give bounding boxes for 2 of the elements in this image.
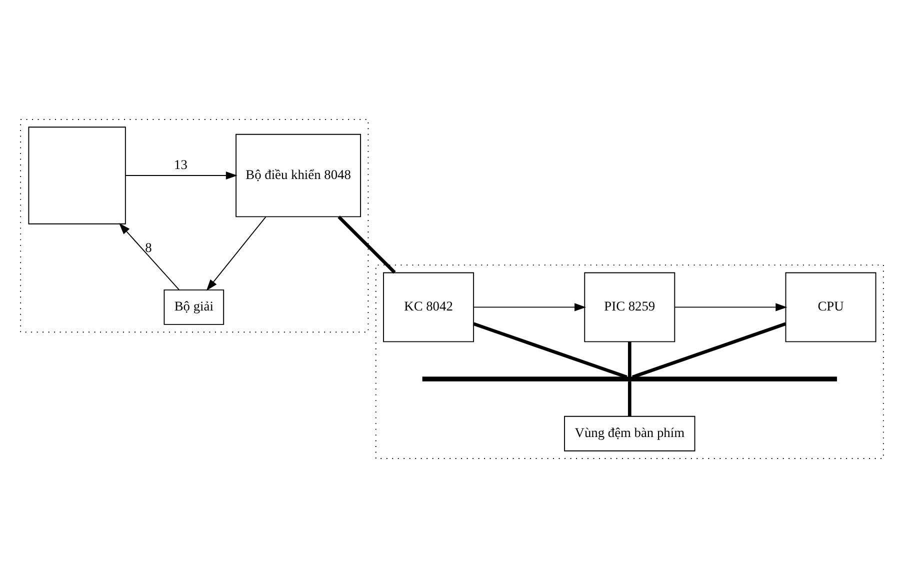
edge-label: 8 bbox=[145, 239, 152, 254]
edge-label: 13 bbox=[174, 156, 188, 172]
